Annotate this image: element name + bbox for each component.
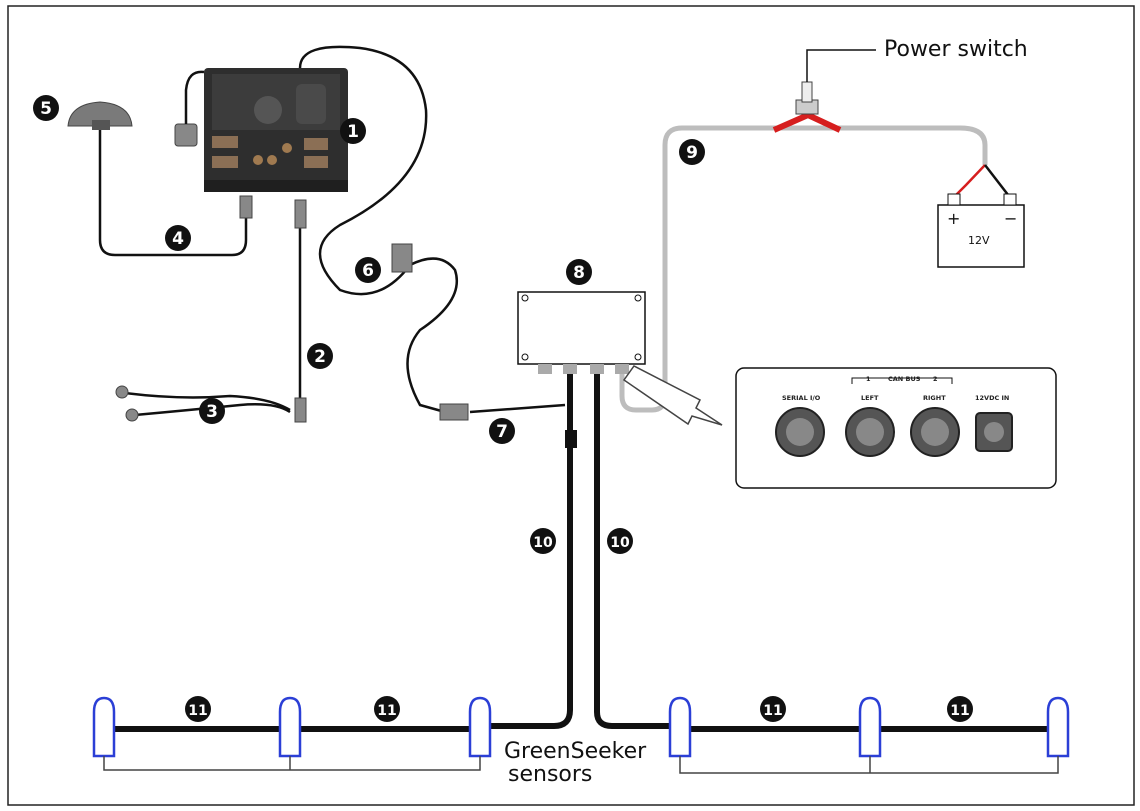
sensor-4 — [668, 696, 692, 758]
callout-11d: 11 — [947, 696, 973, 722]
svg-text:3: 3 — [206, 402, 218, 422]
panel-power-in-label: 12VDC IN — [975, 394, 1009, 402]
sensor-brackets — [103, 756, 1059, 774]
callout-11a: 11 — [185, 696, 211, 722]
svg-text:2: 2 — [314, 347, 326, 367]
cable-3 — [124, 391, 291, 412]
panel-arrow — [622, 365, 723, 426]
svg-text:8: 8 — [573, 263, 585, 283]
sensors-label-line2: sensors — [508, 762, 592, 787]
sensors-label-line1: GreenSeeker — [504, 739, 647, 764]
svg-text:11: 11 — [763, 703, 782, 719]
cable-10-left — [480, 370, 573, 729]
power-switch — [772, 49, 876, 133]
cable-6-connector — [391, 243, 413, 273]
cable-3-lug-b — [125, 408, 139, 422]
callout-10b: 10 — [607, 528, 633, 554]
svg-text:10: 10 — [610, 535, 630, 551]
callout-10a: 10 — [530, 528, 556, 554]
callout-11b: 11 — [374, 696, 400, 722]
svg-text:6: 6 — [362, 261, 374, 281]
battery-minus: − — [1004, 209, 1017, 228]
panel-can2-label: 2 — [933, 375, 938, 383]
sensor-2 — [278, 696, 302, 758]
battery-label: 12V — [968, 234, 990, 247]
cable-2-bottom-connector — [294, 397, 307, 423]
display-left-connector — [174, 123, 198, 147]
svg-text:11: 11 — [188, 703, 207, 719]
svg-text:5: 5 — [40, 99, 52, 119]
svg-text:1: 1 — [347, 122, 359, 142]
sensors — [92, 696, 1070, 758]
callout-7: 7 — [489, 418, 515, 444]
cable-7-connector — [439, 403, 469, 421]
connector-panel — [735, 367, 1057, 489]
panel-right-label: RIGHT — [923, 394, 946, 402]
callout-5: 5 — [33, 95, 59, 121]
cable-4 — [98, 130, 248, 257]
battery-plus: + — [947, 209, 960, 228]
power-switch-label: Power switch — [884, 37, 1028, 62]
battery-lead-red — [954, 164, 986, 197]
cable-6 — [298, 45, 458, 414]
callout-2: 2 — [307, 343, 333, 369]
callout-3: 3 — [199, 398, 225, 424]
sensor-6 — [1046, 696, 1070, 758]
diagram-border — [7, 5, 1135, 806]
svg-text:10: 10 — [533, 535, 553, 551]
callout-6: 6 — [355, 257, 381, 283]
svg-text:11: 11 — [950, 703, 969, 719]
callout-8: 8 — [566, 259, 592, 285]
cable-7 — [469, 403, 566, 414]
svg-text:9: 9 — [686, 143, 698, 163]
harness-box — [517, 291, 646, 374]
panel-left-label: LEFT — [861, 394, 879, 402]
cable-2-connector — [294, 199, 307, 229]
gps-antenna — [67, 101, 133, 130]
callout-11c: 11 — [760, 696, 786, 722]
panel-canbus-label: CAN BUS — [888, 375, 921, 383]
svg-text:7: 7 — [496, 422, 508, 442]
sensor-1 — [92, 696, 116, 758]
callout-1: 1 — [340, 118, 366, 144]
svg-text:11: 11 — [377, 703, 396, 719]
panel-serial-label: SERIAL I/O — [782, 394, 821, 402]
cable-9 — [619, 125, 988, 413]
svg-text:4: 4 — [172, 229, 184, 249]
cable-10-right — [594, 370, 678, 729]
cable-3-lug-a — [115, 385, 129, 399]
callout-9: 9 — [679, 139, 705, 165]
cable-4-connector — [239, 195, 253, 219]
callout-4: 4 — [165, 225, 191, 251]
battery — [937, 193, 1025, 268]
sensor-3 — [468, 696, 492, 758]
display-unit — [204, 68, 348, 192]
panel-can1-label: 1 — [866, 375, 871, 383]
sensor-5 — [858, 696, 882, 758]
cable-10-inline-connector — [565, 430, 577, 448]
